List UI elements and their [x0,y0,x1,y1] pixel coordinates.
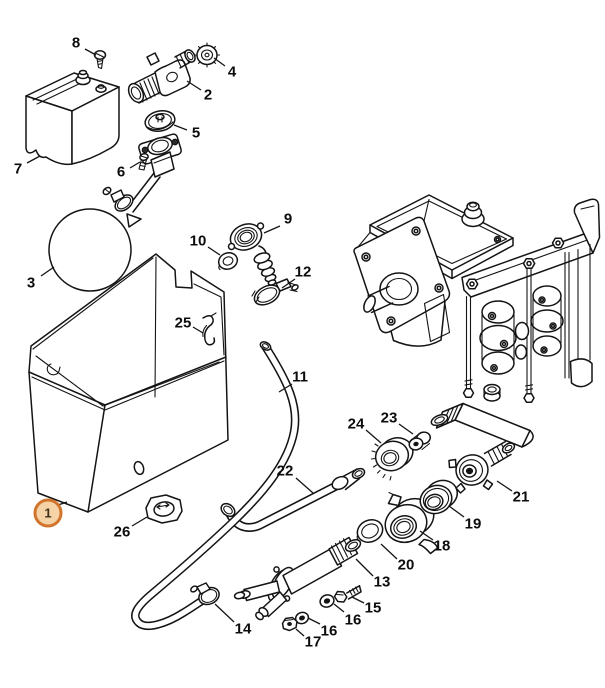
part-drawing-bolt-15 [335,586,362,602]
callout-part-24[interactable]: 24 [347,415,365,433]
part-drawing-tank-1 [29,254,228,512]
part-drawing-strainer-5 [143,108,177,134]
callout-part-17[interactable]: 17 [304,633,322,651]
callout-part-16[interactable]: 16 [320,622,338,640]
callout-part-18[interactable]: 18 [433,537,451,555]
callout-part-13[interactable]: 13 [373,573,391,591]
callout-part-14[interactable]: 14 [234,620,252,638]
callout-part-25[interactable]: 25 [174,314,192,332]
part-drawing-washer-10 [216,250,239,272]
part-drawing-claw-coupling-18 [380,493,439,554]
part-drawing-nut-26 [146,495,182,523]
callout-part-22[interactable]: 22 [276,462,294,480]
part-drawing-washer-16a [318,593,335,609]
pump-assembly-drawing [354,195,600,447]
callout-part-19[interactable]: 19 [464,515,482,533]
part-drawing-screw-6 [139,153,149,170]
part-drawing-hose-11 [135,340,295,626]
part-drawing-elbow-9 [226,219,276,285]
callout-part-20[interactable]: 20 [397,556,415,574]
callout-part-11[interactable]: 11 [292,368,308,386]
callout-part-10[interactable]: 10 [189,232,207,250]
callout-part-2[interactable]: 2 [203,86,213,104]
callout-part-5[interactable]: 5 [191,124,201,142]
callout-highlighted-part-1[interactable]: 1 [33,498,63,528]
filler-neck-drawing [138,133,182,177]
callout-part-9[interactable]: 9 [283,210,293,228]
callout-part-7[interactable]: 7 [13,160,23,178]
part-drawing-nut-17 [283,618,298,631]
part-drawing-clamp-14 [190,583,222,608]
callout-part-16[interactable]: 16 [344,611,362,629]
callout-part-15[interactable]: 15 [364,599,382,617]
callout-part-21[interactable]: 21 [512,488,530,506]
part-drawing-clip-25 [203,313,216,345]
part-drawing-ring-19 [416,476,461,518]
callout-part-3[interactable]: 3 [26,274,36,292]
part-drawing-cover-7 [26,71,119,165]
callout-part-6[interactable]: 6 [116,163,126,181]
part-drawing-valve-2 [126,48,198,105]
part-drawing-bushing-23 [408,431,432,452]
part-drawing-capnut-4 [195,43,220,67]
callout-part-26[interactable]: 26 [113,523,131,541]
callout-part-4[interactable]: 4 [227,63,237,81]
part-drawing-coupler-21 [449,441,516,493]
part-drawing-screw-8 [95,51,106,69]
part-drawing-ball-3 [49,173,160,291]
part-drawing-tube-13 [234,537,362,621]
callout-part-8[interactable]: 8 [71,34,81,52]
callout-part-23[interactable]: 23 [380,409,398,427]
callout-part-12[interactable]: 12 [294,263,312,281]
